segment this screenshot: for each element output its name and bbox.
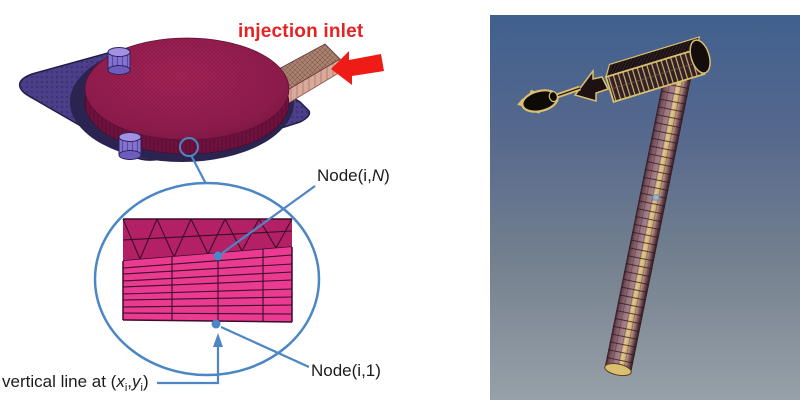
shaft-rod bbox=[553, 85, 581, 100]
node-top-label-emph: N bbox=[371, 166, 385, 185]
gate-arrow bbox=[573, 68, 610, 102]
node-bottom-leader-line bbox=[220, 325, 310, 369]
vline-prefix: vertical line at ( bbox=[2, 372, 117, 391]
node-bottom-dot bbox=[211, 319, 221, 329]
vline-y: y bbox=[132, 372, 141, 391]
left-mesh-figure: injection inlet Node(i,N) Node(i,1) vert… bbox=[2, 21, 390, 394]
node-top-leader-line bbox=[220, 185, 316, 255]
node-top-label: Node(i,N) bbox=[317, 166, 390, 186]
node-annotations bbox=[157, 185, 316, 385]
injection-inlet-label: injection inlet bbox=[238, 21, 364, 42]
vline-y-sub: i bbox=[140, 382, 143, 394]
end-insert-part bbox=[517, 89, 559, 114]
node-top-label-prefix: Node(i, bbox=[317, 166, 372, 185]
runner-bar bbox=[604, 36, 711, 103]
vline-x-sub: i bbox=[124, 382, 128, 394]
mesh-detail bbox=[122, 218, 293, 323]
boss-cylinder-top bbox=[107, 47, 131, 75]
magnifier-circle bbox=[179, 137, 199, 157]
vline-x: x bbox=[116, 372, 125, 391]
up-arrowhead-icon bbox=[213, 333, 223, 347]
boss-cylinder-bottom bbox=[118, 132, 142, 160]
vertical-line-label: vertical line at (xi,yi) bbox=[2, 372, 149, 394]
runner-end-cap bbox=[689, 39, 711, 74]
vertical-line-leader bbox=[157, 347, 220, 385]
injection-arrow-icon bbox=[331, 51, 384, 85]
zoom-ellipse bbox=[93, 181, 321, 377]
node-top-label-suffix: ) bbox=[384, 166, 390, 185]
node-top-dot bbox=[213, 251, 223, 261]
node-bottom-label: Node(i,1) bbox=[311, 361, 381, 380]
zoom-callout bbox=[93, 137, 321, 377]
left-figure-canvas bbox=[18, 37, 384, 385]
vline-suffix: ) bbox=[142, 372, 149, 391]
callout-connector-line bbox=[190, 154, 207, 185]
disc-mesh bbox=[84, 37, 290, 155]
viewport-canvas bbox=[517, 36, 711, 377]
origin-marker-icon bbox=[652, 194, 660, 201]
right-mesh-viewport bbox=[490, 15, 800, 400]
vline-sep: , bbox=[127, 372, 133, 391]
